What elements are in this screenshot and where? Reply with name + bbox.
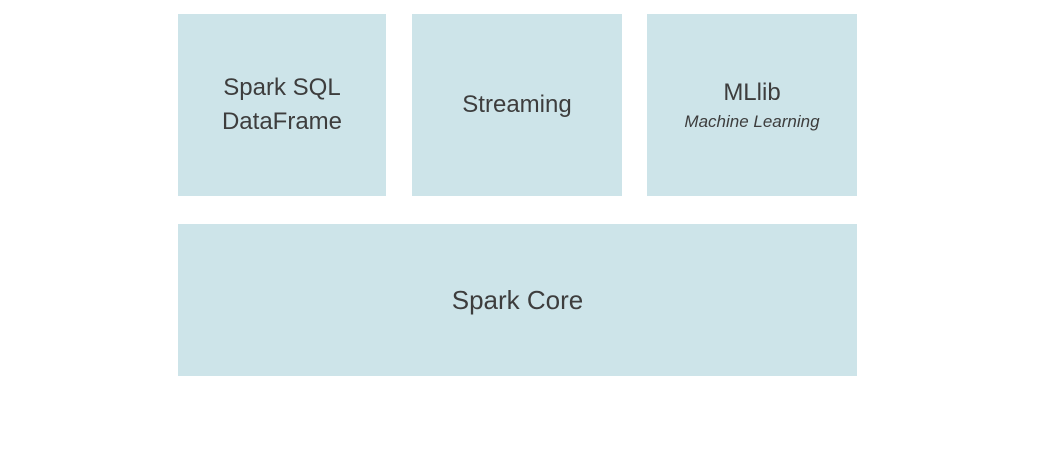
spark-core-box: Spark Core xyxy=(178,224,857,376)
mllib-label-line1: MLlib xyxy=(723,79,781,106)
streaming-box: Streaming xyxy=(412,14,622,196)
spark-sql-box: Spark SQL DataFrame xyxy=(178,14,386,196)
streaming-label: Streaming xyxy=(462,88,571,122)
spark-core-label: Spark Core xyxy=(451,284,584,315)
spark-sql-label-line1: Spark SQL xyxy=(223,74,341,101)
spark-sql-label-line2: DataFrame xyxy=(221,108,343,135)
mllib-label: MLlib xyxy=(723,76,780,110)
streaming-label-line1: Streaming xyxy=(462,91,572,118)
mllib-subtitle: Machine Learning xyxy=(684,112,820,131)
mllib-box: MLlib Machine Learning xyxy=(647,14,857,196)
spark-sql-label: Spark SQL DataFrame xyxy=(222,71,342,139)
